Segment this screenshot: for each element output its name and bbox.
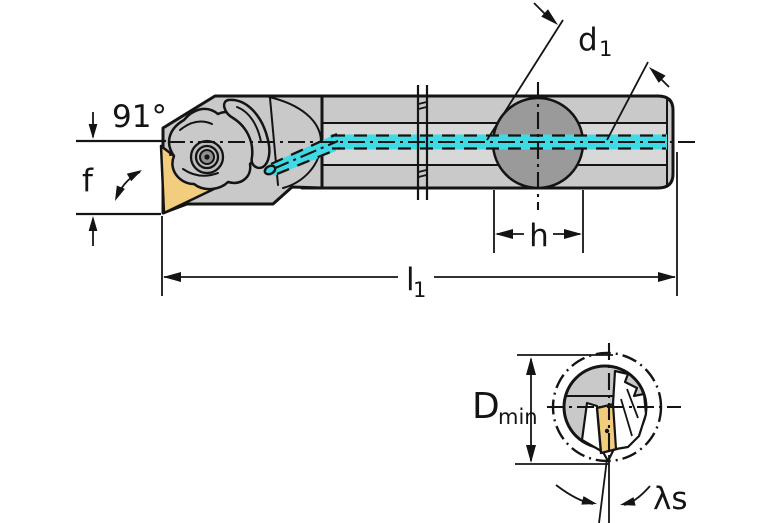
dim-l1: l 1 [161,152,678,302]
label-f: f [82,163,94,199]
dim-lambda-s: λs [555,481,688,517]
clamp-end [611,369,648,451]
label-dmin-sub: min [498,405,538,429]
angle-annotation: 91° [110,99,167,203]
label-l1-sub: 1 [413,278,426,302]
side-view: d 1 f 91° l 1 [76,2,698,302]
clamp-screw [189,139,225,175]
label-entering-angle: 91° [112,99,167,135]
dim-h: h [493,190,584,254]
dim-d1: d 1 [486,2,670,141]
label-d1-sub: 1 [599,37,612,61]
clamp-lever [222,98,271,170]
end-view: D min λs [472,343,688,523]
dim-f: f [76,112,166,246]
tool-head [159,94,324,215]
coolant-outlet [263,164,277,176]
label-lambda-s: λs [653,481,688,517]
clamp-lever-line [236,106,262,143]
label-l1: l [406,262,415,298]
clamp-detail-line [182,168,219,177]
label-dmin: D [472,386,500,427]
insert-dot [604,428,610,434]
lambda-inclination-line [598,458,608,523]
label-h: h [529,218,549,254]
dim-dmin: D min [472,354,613,465]
clamp-detail-line [179,120,213,131]
label-d1: d [578,22,598,58]
